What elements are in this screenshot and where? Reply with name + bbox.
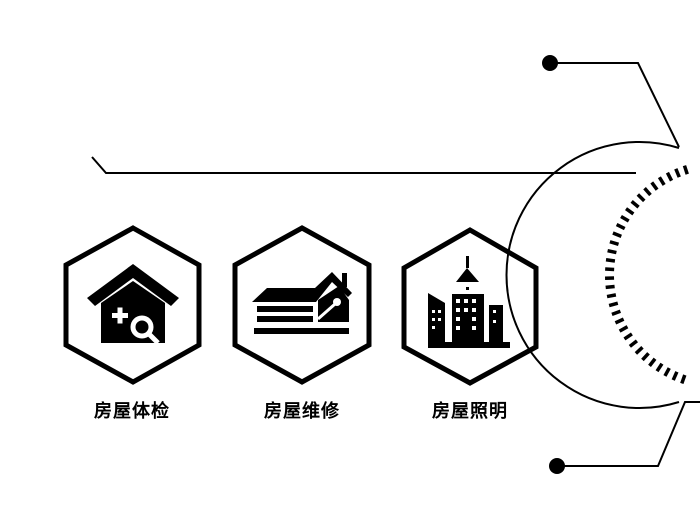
dashed-ring bbox=[604, 165, 689, 385]
hexagon-frame bbox=[232, 225, 372, 385]
ring-tick bbox=[620, 214, 630, 223]
hexagon-frame bbox=[63, 225, 202, 385]
ring-tick bbox=[648, 357, 657, 367]
ring-tick bbox=[605, 284, 615, 290]
ring-tick bbox=[641, 352, 650, 362]
ring-tick bbox=[606, 293, 617, 299]
bottom-connector-line bbox=[557, 401, 700, 467]
ring-tick bbox=[657, 176, 666, 186]
label-house-repair: 房屋维修 bbox=[264, 401, 340, 422]
house-inspection-icon bbox=[87, 264, 179, 345]
ring-tick bbox=[615, 223, 626, 231]
hexagon-building-lighting bbox=[401, 227, 539, 386]
circuit-lines bbox=[91, 62, 700, 467]
ring-tick bbox=[611, 309, 621, 316]
ring-tick bbox=[618, 325, 629, 333]
ring-tick bbox=[655, 362, 664, 373]
hexagon-frame bbox=[401, 227, 539, 386]
ring-tick bbox=[674, 168, 681, 178]
ring-tick bbox=[636, 193, 646, 203]
main-horizontal-line bbox=[91, 156, 636, 174]
ring-tick bbox=[634, 346, 644, 355]
ring-tick bbox=[625, 207, 635, 216]
hexagon-house-repair bbox=[232, 225, 372, 385]
bottom-connector-dot bbox=[549, 458, 565, 474]
outer-arc bbox=[505, 141, 680, 409]
ring-tick bbox=[614, 317, 625, 325]
ring-tick bbox=[665, 171, 674, 182]
ring-tick bbox=[650, 181, 659, 191]
house-repair-icon bbox=[252, 272, 352, 334]
ring-tick bbox=[628, 339, 639, 348]
ring-tick bbox=[630, 200, 640, 209]
top-connector-dot bbox=[542, 55, 558, 71]
ring-tick bbox=[643, 187, 652, 197]
hexagon-house-inspection bbox=[63, 225, 202, 385]
ring-tick bbox=[682, 165, 689, 175]
ring-tick bbox=[607, 248, 617, 255]
ring-tick bbox=[663, 367, 671, 377]
label-house-inspection: 房屋体检 bbox=[94, 401, 170, 422]
ring-tick bbox=[623, 332, 633, 341]
ring-tick bbox=[680, 374, 687, 385]
ring-tick bbox=[612, 231, 622, 238]
ring-tick bbox=[605, 258, 616, 263]
building-lighting-icon bbox=[428, 256, 510, 348]
label-house-lighting: 房屋照明 bbox=[432, 401, 508, 422]
ring-tick bbox=[608, 301, 619, 308]
ring-tick bbox=[609, 240, 620, 247]
ring-tick bbox=[671, 371, 679, 381]
top-connector-line bbox=[550, 62, 680, 148]
